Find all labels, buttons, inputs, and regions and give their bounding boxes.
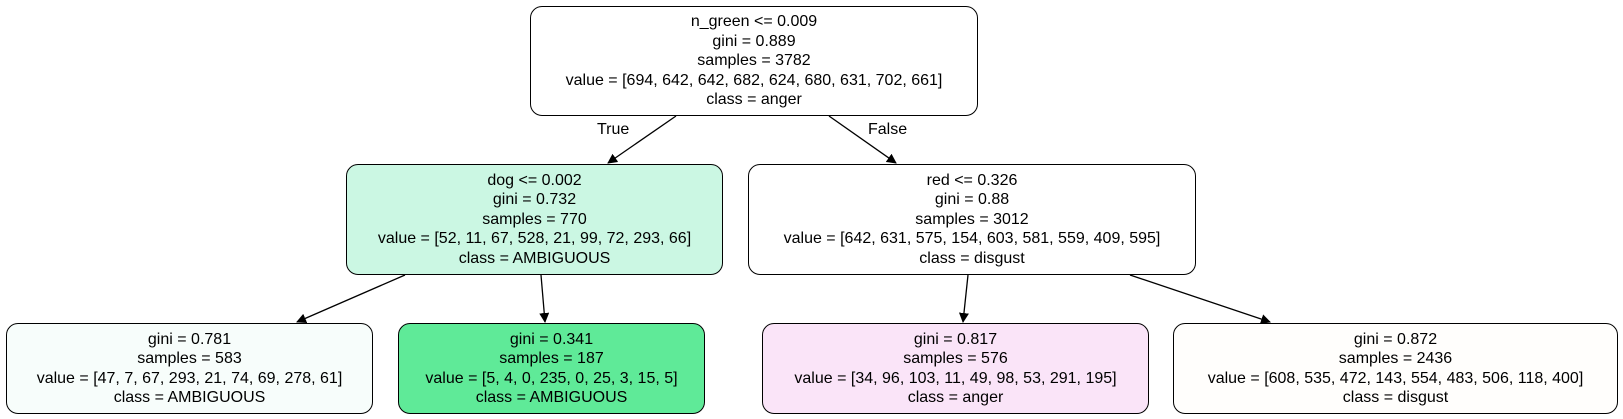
node-class-text: class = AMBIGUOUS bbox=[458, 249, 611, 267]
node-class-text: class = disgust bbox=[1342, 389, 1449, 406]
node-gini-text: gini = 0.341 bbox=[509, 330, 594, 348]
tree-leaf-left-right: gini = 0.341 samples = 187 value = [5, 4… bbox=[398, 323, 705, 414]
node-class-text: class = disgust bbox=[919, 249, 1025, 267]
node-samples-text: samples = 187 bbox=[499, 350, 604, 367]
node-gini-text: gini = 0.781 bbox=[147, 330, 232, 348]
node-value-text: value = [694, 642, 642, 682, 624, 680, 6… bbox=[565, 71, 943, 89]
node-samples-text: samples = 3012 bbox=[915, 210, 1029, 228]
tree-node-root: n_green <= 0.009 gini = 0.889 samples = … bbox=[530, 6, 978, 116]
tree-leaf-right-left: gini = 0.817 samples = 576 value = [34, … bbox=[762, 323, 1149, 414]
node-value-text: value = [642, 631, 575, 154, 603, 581, 5… bbox=[783, 230, 1161, 248]
node-split-text: dog <= 0.002 bbox=[487, 171, 582, 189]
edge-label-true: True bbox=[597, 121, 630, 138]
node-class-text: class = anger bbox=[907, 389, 1004, 406]
node-value-text: value = [5, 4, 0, 235, 0, 25, 3, 15, 5] bbox=[425, 369, 678, 387]
node-samples-text: samples = 2436 bbox=[1338, 350, 1453, 367]
edge-root-left bbox=[607, 115, 677, 164]
node-gini-text: gini = 0.889 bbox=[712, 32, 796, 50]
node-gini-text: gini = 0.88 bbox=[934, 191, 1010, 209]
node-gini-text: gini = 0.817 bbox=[913, 330, 998, 348]
node-split-text: red <= 0.326 bbox=[926, 171, 1018, 189]
node-class-text: class = AMBIGUOUS bbox=[475, 389, 628, 406]
node-gini-text: gini = 0.732 bbox=[492, 191, 577, 209]
node-value-text: value = [47, 7, 67, 293, 21, 74, 69, 278… bbox=[36, 369, 343, 387]
node-class-text: class = anger bbox=[706, 91, 802, 109]
node-value-text: value = [608, 535, 472, 143, 554, 483, 5… bbox=[1207, 369, 1584, 387]
edge-right-leafrr bbox=[1129, 274, 1271, 324]
node-gini-text: gini = 0.872 bbox=[1353, 330, 1438, 348]
node-value-text: value = [34, 96, 103, 11, 49, 98, 53, 29… bbox=[794, 369, 1117, 387]
tree-node-left: dog <= 0.002 gini = 0.732 samples = 770 … bbox=[346, 164, 723, 275]
node-samples-text: samples = 770 bbox=[482, 210, 587, 228]
edge-label-false: False bbox=[868, 121, 908, 138]
tree-node-right: red <= 0.326 gini = 0.88 samples = 3012 … bbox=[748, 164, 1196, 275]
node-samples-text: samples = 3782 bbox=[697, 52, 811, 70]
edge-right-leafrl bbox=[958, 274, 969, 323]
edge-left-leaflr bbox=[539, 274, 550, 323]
node-value-text: value = [52, 11, 67, 528, 21, 99, 72, 29… bbox=[377, 230, 692, 248]
tree-leaf-right-right: gini = 0.872 samples = 2436 value = [608… bbox=[1173, 323, 1618, 414]
node-split-text: n_green <= 0.009 bbox=[690, 13, 818, 31]
node-class-text: class = AMBIGUOUS bbox=[113, 389, 266, 406]
tree-leaf-left-left: gini = 0.781 samples = 583 value = [47, … bbox=[6, 323, 373, 414]
edge-root-right bbox=[828, 115, 897, 164]
node-samples-text: samples = 583 bbox=[137, 350, 242, 367]
node-samples-text: samples = 576 bbox=[903, 350, 1008, 367]
edge-left-leafll bbox=[296, 274, 406, 323]
